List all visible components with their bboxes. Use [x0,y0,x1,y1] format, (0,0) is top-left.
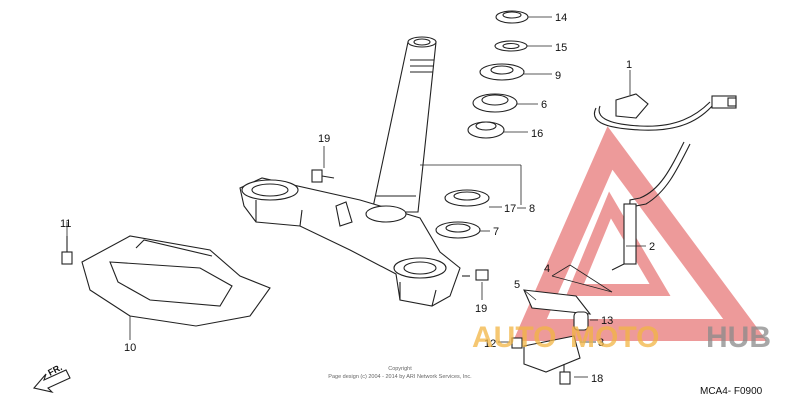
seal-7 [435,221,481,239]
adjusting-nut-9 [479,63,525,81]
bearing-16 [467,121,505,139]
part-label-5: 5 [514,279,520,291]
screw-12 [511,337,523,349]
collar-13 [573,311,589,331]
bolt-18 [559,364,571,385]
part-label-19-upper: 19 [318,133,330,145]
part-label-7: 7 [493,226,499,238]
part-label-16: 16 [531,128,543,140]
part-labels: 1 2 3 4 5 6 7 8 9 10 11 12 13 14 15 16 1… [60,12,655,385]
pipe-bracket-2 [611,141,691,271]
leader-lines [66,16,646,378]
part-label-9: 9 [555,70,561,82]
clamp-5 [523,289,592,315]
part-label-12: 12 [484,338,496,350]
part-label-17: 17 [504,203,516,215]
part-label-15: 15 [555,42,567,54]
part-label-1: 1 [626,59,632,71]
diagram-code: MCA4- F0900 [700,386,763,397]
part-label-3: 3 [598,337,604,349]
part-label-13: 13 [601,315,613,327]
part-label-2: 2 [649,241,655,253]
watermark-text: AUTO MOTO HUB [472,321,771,354]
copyright-line-1: Copyright [388,366,412,372]
part-label-18: 18 [591,373,603,385]
watermark-triangle-icon [513,126,767,341]
bolt-19-lower [462,269,489,281]
part-label-10: 10 [124,342,136,354]
lock-washer-15 [494,40,528,52]
part-label-6: 6 [541,99,547,111]
part-label-19-lower: 19 [475,303,487,315]
watermark-hub: HUB [706,321,771,354]
dust-seal-6 [472,93,518,113]
part-label-11: 11 [60,218,71,230]
bracket-3 [523,335,581,373]
watermark-moto: MOTO [570,321,659,354]
part-label-14: 14 [555,12,567,24]
bottom-bridge [239,177,461,307]
part-label-4: 4 [544,263,550,275]
steering-stem [371,36,437,213]
sensor-harness-1 [593,93,737,131]
bolt-19-upper [311,169,335,183]
bolt-11 [61,236,73,265]
part-label-8: 8 [529,203,535,215]
copyright-line-2: Page design (c) 2004 - 2014 by ARI Netwo… [328,374,472,380]
bearing-17 [444,189,490,207]
watermark-auto: AUTO [472,321,556,354]
nut-14 [495,10,529,24]
front-direction-arrow-icon [32,369,71,393]
guard-10 [81,235,271,327]
